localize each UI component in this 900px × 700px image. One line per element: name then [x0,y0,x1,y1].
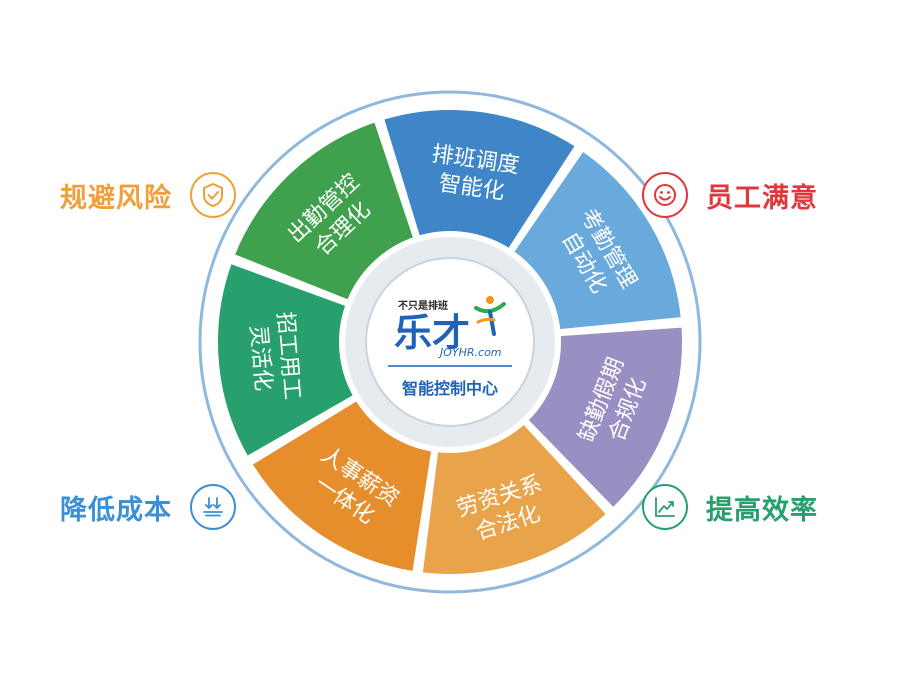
outer-ring [198,90,702,594]
inner-ring-border [339,231,561,453]
center-title: 智能控制中心 [402,379,498,398]
benefit-employee-satisfaction: 员工满意 [642,172,818,218]
center-brand: 乐才 [394,311,470,355]
benefit-employee-satisfaction-label: 员工满意 [706,182,818,214]
shield-check-icon [190,172,236,218]
benefit-avoid-risk: 规避风险 [60,172,236,218]
center-domain: JOYHR.com [438,346,502,359]
brand-mark-icon [474,296,506,336]
arrows-down-icon [190,484,236,530]
benefit-improve-efficiency-label: 提高效率 [706,494,818,526]
trend-up-icon [642,484,688,530]
center-slogan: 不只是排班 [398,299,448,312]
smiley-icon [642,172,688,218]
benefit-reduce-cost: 降低成本 [60,484,236,530]
benefit-reduce-cost-label: 降低成本 [60,494,172,526]
wheel-segment-label-line2: 灵活化 [245,324,275,392]
benefit-improve-efficiency: 提高效率 [642,484,818,530]
benefit-avoid-risk-label: 规避风险 [60,182,172,214]
